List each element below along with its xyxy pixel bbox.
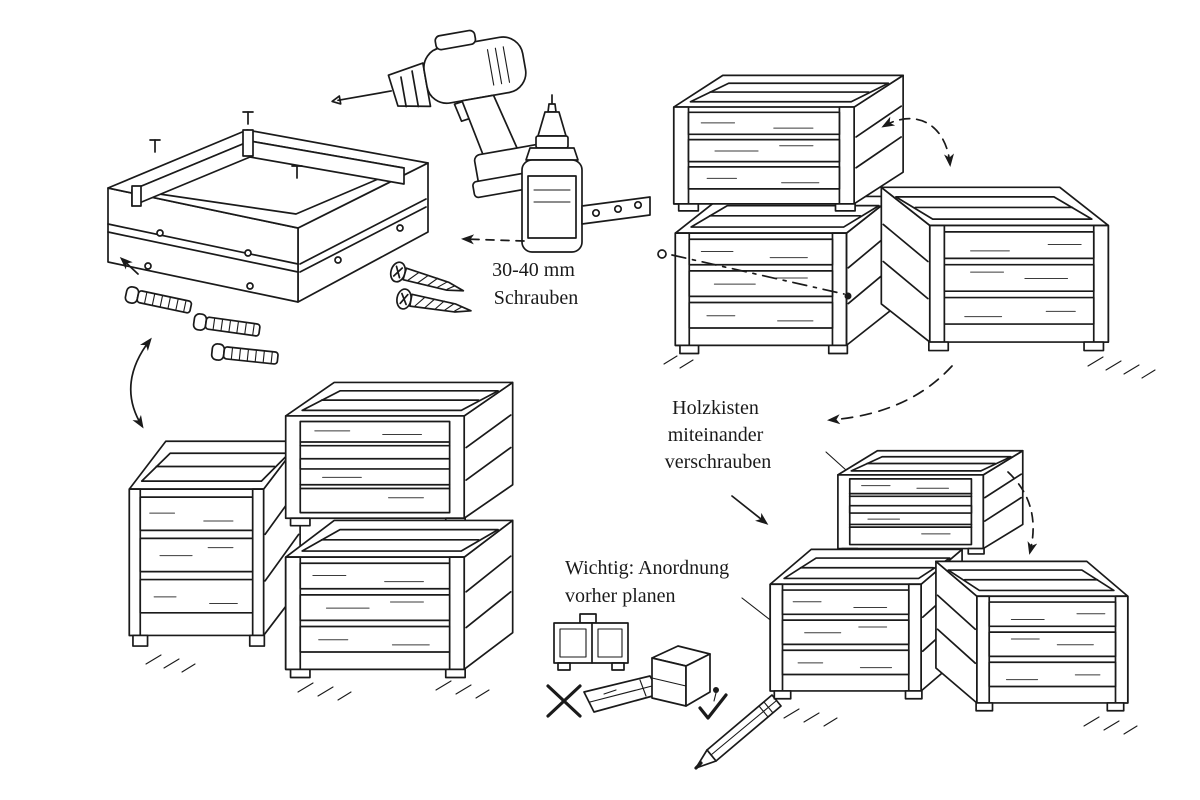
solid-arrow xyxy=(732,496,769,525)
pointer-circle xyxy=(658,250,666,258)
crate-stack-bottom xyxy=(284,519,514,679)
wood-screws-illustration xyxy=(387,259,474,322)
dashed-arc-arrow xyxy=(1008,472,1038,555)
dash-dot-line xyxy=(672,255,844,294)
pencil-illustration xyxy=(696,695,781,768)
pencil-dot xyxy=(713,687,719,693)
plan-ahead-label: Wichtig: Anordnung vorher planen xyxy=(565,557,734,607)
screw-size-line1: 30-40 mm xyxy=(492,259,575,281)
crate-upper xyxy=(672,74,904,212)
dashed-curve-arrow-bottom xyxy=(827,366,952,425)
nail-icon xyxy=(150,112,302,178)
crate-stack-top xyxy=(284,381,514,527)
screw-icon xyxy=(394,287,474,322)
join-line3: verschrauben xyxy=(665,451,772,473)
dowel-screws-illustration xyxy=(123,285,280,368)
double-curved-arrow xyxy=(131,337,152,429)
crate-group-top-right xyxy=(658,74,1155,425)
join-line1: Holzkisten xyxy=(672,397,759,419)
crate-back-top xyxy=(837,450,1024,555)
join-crates-label: Holzkisten miteinander verschrauben xyxy=(665,397,772,473)
ground-hatch xyxy=(784,709,1137,734)
dashed-arrow-left xyxy=(461,234,524,245)
screw-head-dots xyxy=(145,225,403,289)
ground-hatch xyxy=(664,356,1155,378)
glue-bottle-illustration xyxy=(522,95,582,252)
ground-hatch xyxy=(146,655,489,700)
dowel-screw-icon xyxy=(123,285,194,317)
screw-size-line2: Schrauben xyxy=(494,287,578,309)
sketch-plank-icon xyxy=(584,676,660,712)
plan-line2: vorher planen xyxy=(565,585,676,607)
corner-arrow xyxy=(119,256,138,274)
join-line2: miteinander xyxy=(668,424,764,446)
dowel-screw-icon xyxy=(210,342,280,368)
planning-sketches xyxy=(548,614,781,768)
sketch-cube-icon xyxy=(652,646,710,706)
plan-line1: Wichtig: Anordnung xyxy=(565,557,729,579)
open-crate-illustration xyxy=(108,112,428,302)
dowel-screw-icon xyxy=(192,312,262,340)
metal-bracket-illustration xyxy=(582,197,650,224)
check-mark-icon xyxy=(700,695,726,718)
crate-middle xyxy=(674,195,894,355)
crate-front-right xyxy=(935,560,1129,712)
x-mark-icon xyxy=(548,686,580,716)
crate-left-tall xyxy=(128,440,302,648)
crate-front-left xyxy=(769,548,963,700)
crate-group-bottom-right xyxy=(769,450,1137,734)
pointer-dot xyxy=(844,292,852,300)
pencil-tick xyxy=(714,693,716,701)
sketch-box-icon xyxy=(554,614,628,670)
crate-right xyxy=(880,186,1110,352)
crate-group-bottom-left xyxy=(128,381,514,700)
screw-size-label: 30-40 mm Schrauben xyxy=(492,259,580,309)
